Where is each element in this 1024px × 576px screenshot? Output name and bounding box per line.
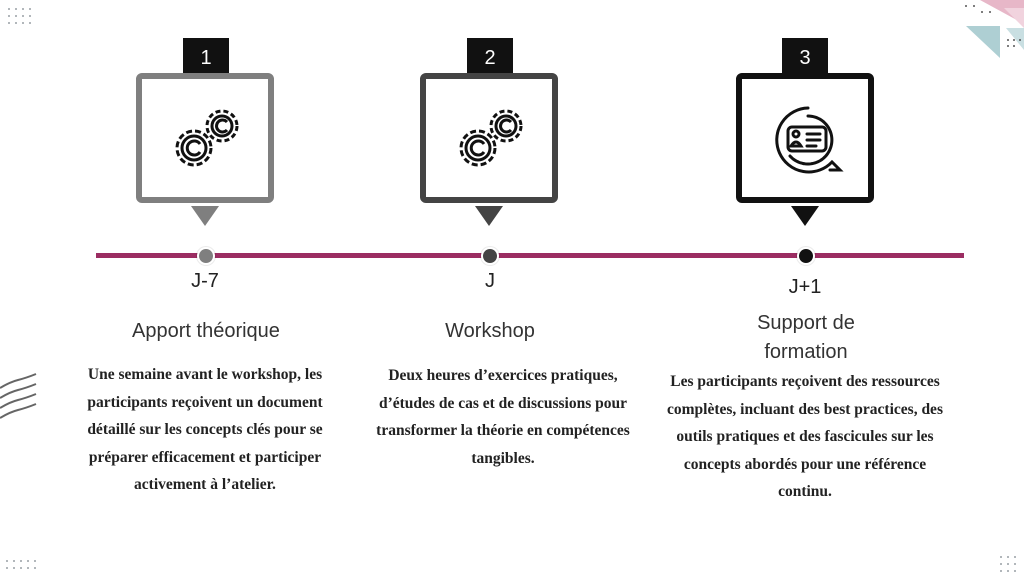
gears-icon	[175, 109, 239, 167]
step-1-title: Apport théorique	[132, 320, 280, 342]
corner-dots-bottom-left	[6, 560, 36, 569]
timeline-line	[96, 253, 964, 258]
corner-dots-top-left	[8, 8, 31, 24]
contact-chat-icon	[775, 106, 844, 174]
step-2-pointer	[475, 206, 503, 226]
step-1-description: Une semaine avant le workshop, les parti…	[87, 366, 323, 493]
corner-triangles-decoration	[965, 0, 1024, 58]
step-3-date: J+1	[788, 276, 822, 298]
step-3-card	[736, 73, 874, 203]
step-3-number-tab: 3	[782, 38, 828, 78]
step-3-title: Support de formation	[757, 312, 855, 363]
gears-icon	[459, 109, 523, 167]
step-2-date: J	[485, 270, 495, 292]
step-1-pointer	[191, 206, 219, 226]
step-1-number-tab: 1	[183, 38, 229, 78]
step-3-timeline-node	[797, 247, 815, 265]
step-2-number-tab: 2	[467, 38, 513, 78]
step-2-card	[420, 73, 558, 203]
step-1-timeline-node	[197, 247, 215, 265]
step-2-title: Workshop	[445, 320, 535, 342]
step-1-card	[136, 73, 274, 203]
step-3-description: Les participants reçoivent des ressource…	[667, 373, 943, 500]
step-2-timeline-node	[481, 247, 499, 265]
corner-dots-bottom-right	[1000, 556, 1016, 572]
step-3-pointer	[791, 206, 819, 226]
step-1-date: J-7	[191, 270, 219, 292]
step-2-description: Deux heures d’exercices pratiques, d’étu…	[376, 367, 630, 467]
decorative-wavy-lines	[0, 373, 37, 419]
